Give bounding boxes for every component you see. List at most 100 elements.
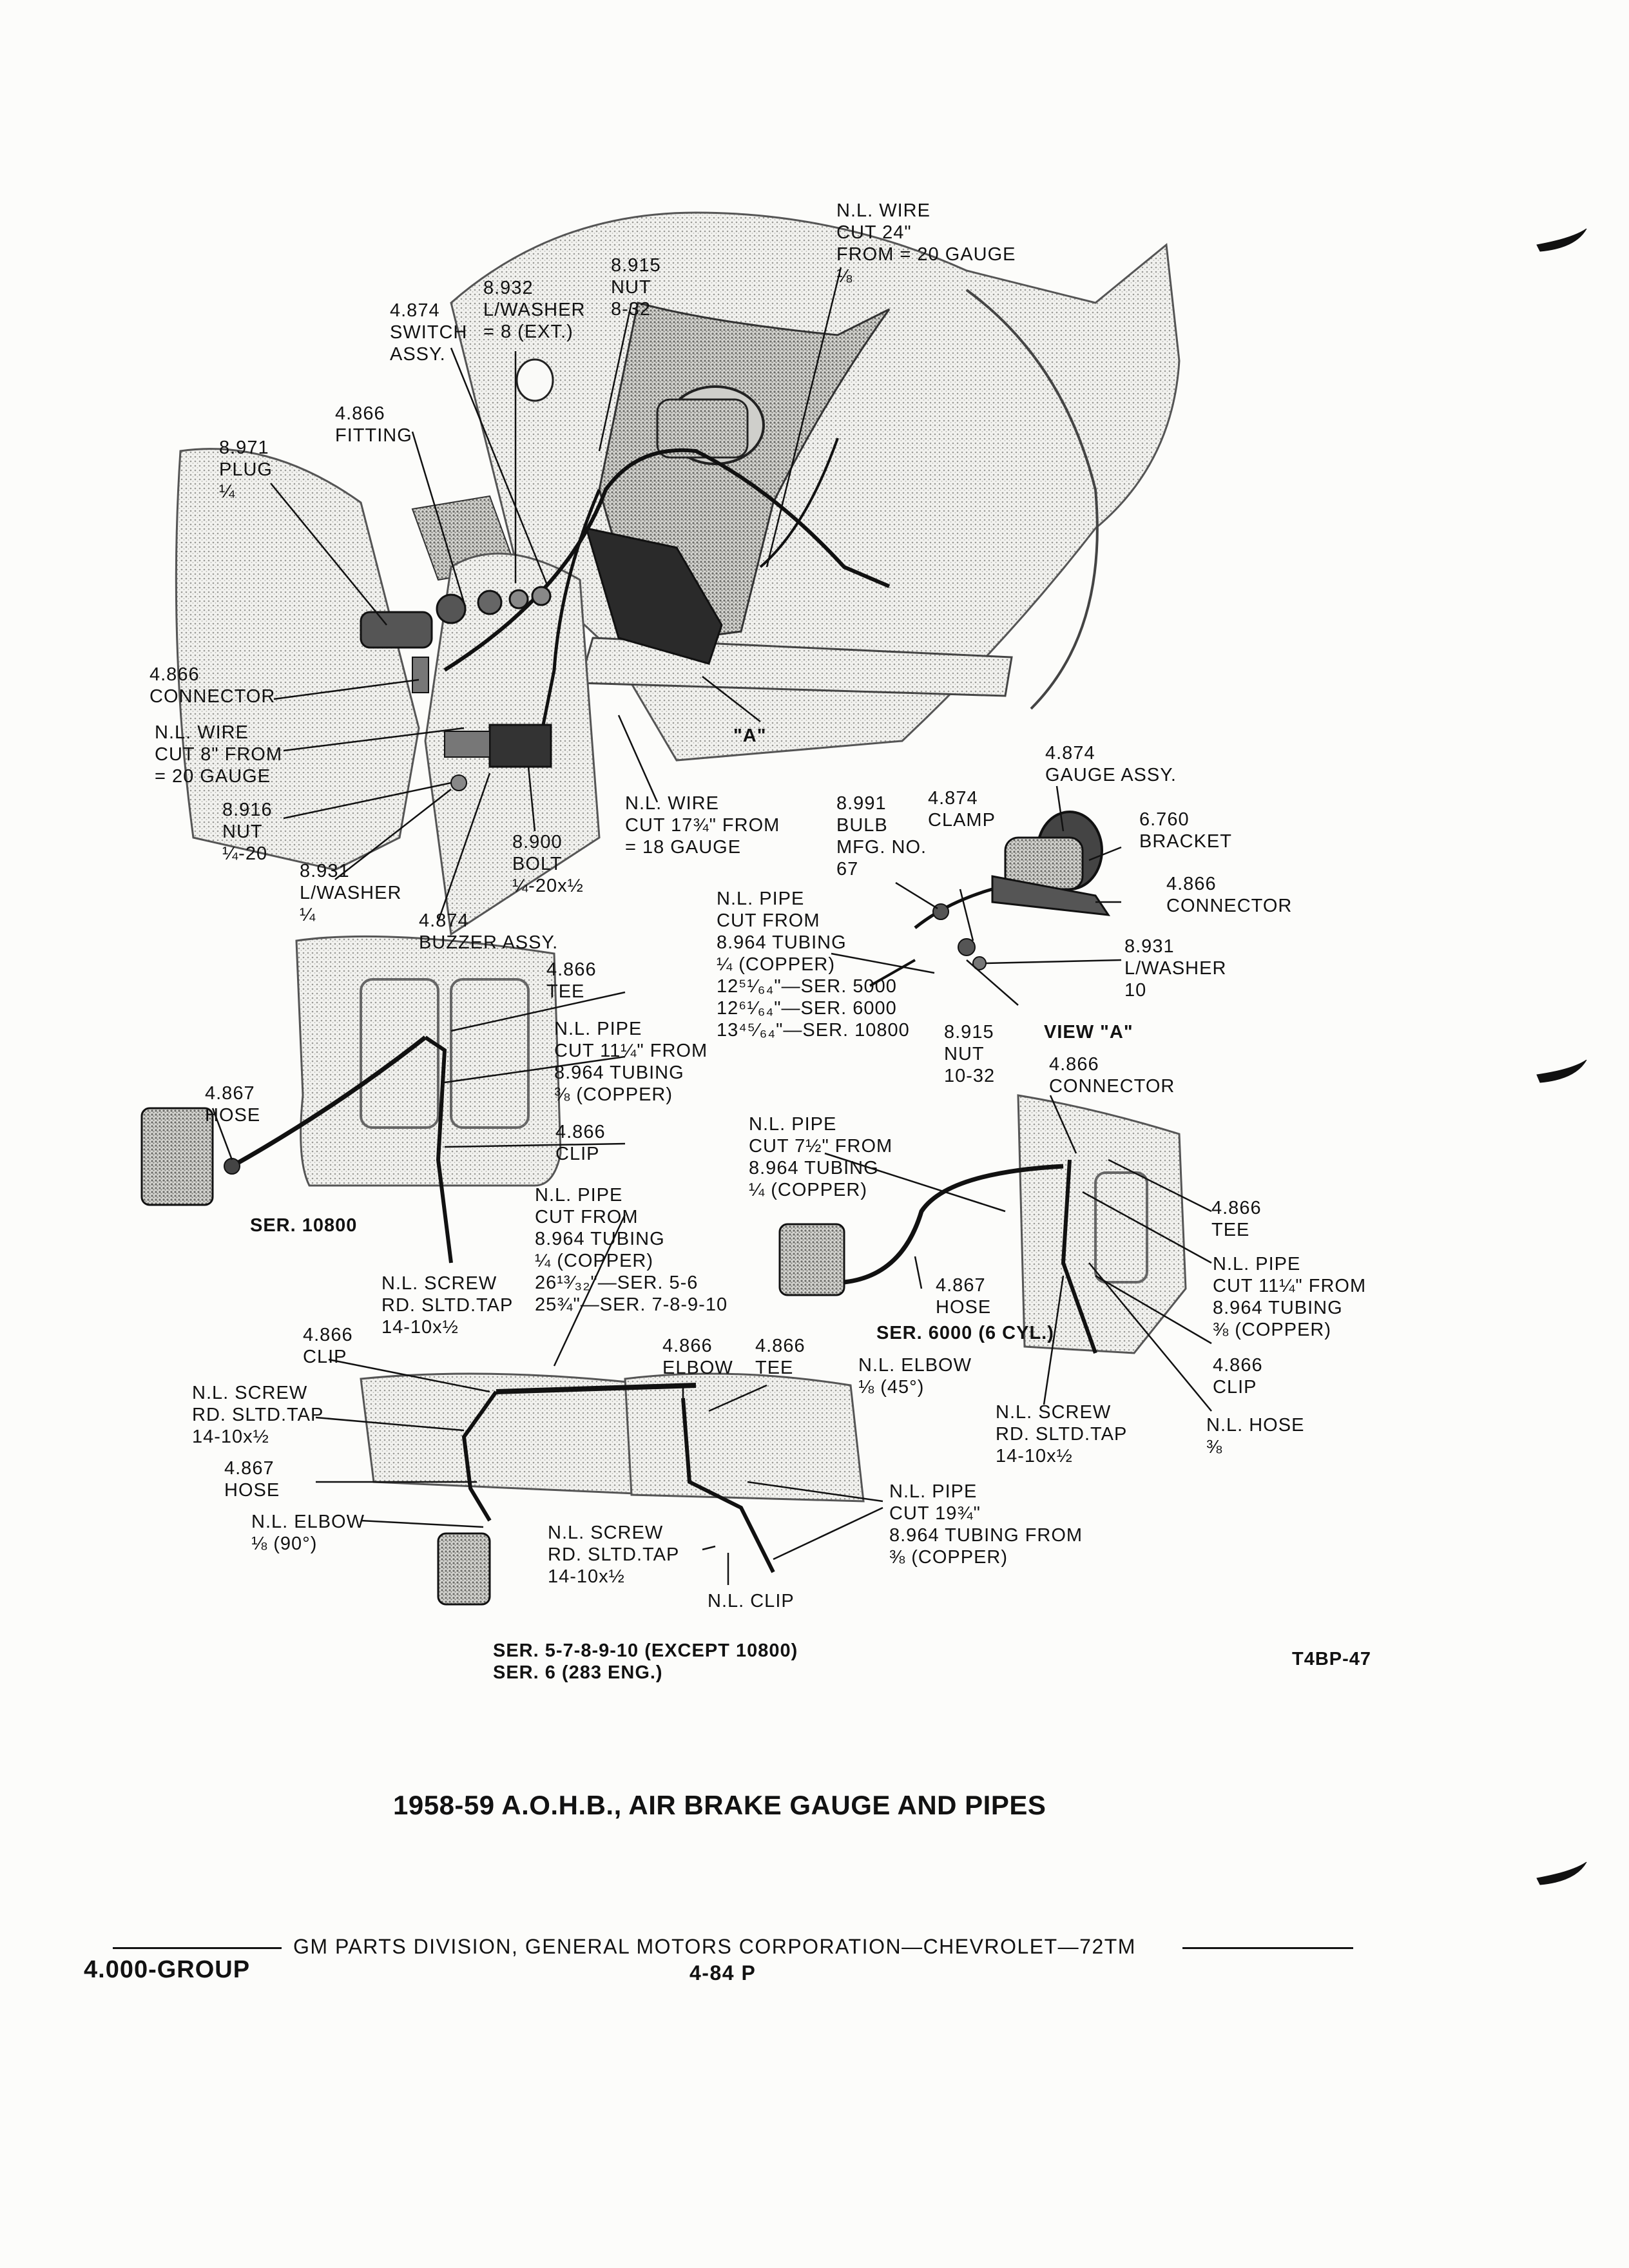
callout-hose-nl-6000: N.L. HOSE ⅜ [1206, 1414, 1304, 1458]
callout-line: SWITCH [390, 322, 468, 343]
callout-line: 4.866 [555, 1122, 606, 1142]
callout-line: NUT [222, 822, 263, 842]
callout-screw-bot: N.L. SCREW RD. SLTD.TAP 14-10x½ [548, 1522, 679, 1588]
callout-line: 12⁶¹⁄₆₄"—SER. 6000 [717, 998, 897, 1019]
callout-line: N.L. PIPE [535, 1185, 623, 1206]
callout-lwasher-8931-a: 8.931 L/WASHER 10 [1124, 936, 1226, 1001]
footer-rule-right [1182, 1947, 1353, 1949]
callout-line: 67 [836, 859, 859, 879]
callout-line: 8.971 [219, 437, 269, 458]
callout-hose-4867-bl: 4.867 HOSE [224, 1457, 280, 1501]
callout-connector-4866-left: 4.866 CONNECTOR [149, 664, 275, 707]
callout-line: 8-32 [611, 299, 651, 320]
callout-line: CUT 11¼" FROM [1213, 1276, 1367, 1296]
edge-marks [1536, 228, 1587, 1885]
callout-line: 6.760 [1139, 809, 1190, 830]
callout-line: 4.866 [1166, 874, 1217, 894]
callout-clip-4866-bl: 4.866 CLIP [303, 1324, 353, 1368]
callout-line: 8.931 [300, 861, 350, 881]
callout-clip-nl-bot: N.L. CLIP [708, 1591, 795, 1611]
view-a-marker: "A" [733, 726, 767, 746]
callout-hose-4867-6000: 4.867 HOSE [936, 1274, 991, 1318]
callout-line: 4.866 [335, 403, 385, 424]
callout-line: RD. SLTD.TAP [381, 1295, 514, 1316]
figure-id: T4BP-47 [1292, 1649, 1372, 1669]
footer-line: GM PARTS DIVISION, GENERAL MOTORS CORPOR… [293, 1935, 1136, 1958]
callout-line: 4.867 [205, 1083, 255, 1104]
callout-line: BOLT [512, 854, 563, 874]
callout-line: N.L. SCREW [996, 1402, 1112, 1423]
callout-line: N.L. SCREW [381, 1273, 497, 1294]
callout-buzzer-4874: 4.874 BUZZER ASSY. [419, 910, 558, 954]
callout-line: CONNECTOR [1166, 896, 1293, 916]
callout-line: 8.915 [611, 255, 661, 276]
callout-line: L/WASHER [300, 883, 402, 903]
callout-line: ⅛ (45°) [858, 1377, 925, 1398]
callout-line: 25¾"—SER. 7-8-9-10 [535, 1294, 728, 1315]
callout-line: 8.964 TUBING [1213, 1298, 1343, 1318]
ser-6000-drawing [778, 1094, 1187, 1354]
callout-pipe-7: N.L. PIPE CUT 7½" FROM 8.964 TUBING ¼ (C… [749, 1113, 892, 1201]
callout-line: ⅜ (COPPER) [554, 1084, 673, 1105]
callout-line: 8.931 [1124, 936, 1175, 957]
callout-wire-8: N.L. WIRE CUT 8" FROM = 20 GAUGE [155, 722, 282, 787]
callout-line: RD. SLTD.TAP [192, 1405, 324, 1425]
ser-10800-label: SER. 10800 [250, 1215, 358, 1236]
callout-line: N.L. PIPE [1213, 1254, 1301, 1274]
callout-line: N.L. PIPE [749, 1114, 837, 1135]
callout-line: 12⁵¹⁄₆₄"—SER. 5000 [717, 976, 897, 997]
callout-line: 8.915 [944, 1022, 994, 1043]
callout-line: TEE [1211, 1220, 1250, 1240]
callout-line: N.L. WIRE [155, 722, 249, 743]
callout-line: 8.932 [483, 278, 534, 298]
callout-line: 14-10x½ [192, 1427, 269, 1447]
callout-line: NUT [944, 1044, 985, 1064]
callout-line: 4.874 [928, 788, 978, 809]
callout-line: 10-32 [944, 1066, 996, 1086]
callout-line: CLIP [303, 1347, 347, 1367]
callout-line: 4.867 [224, 1458, 275, 1479]
callout-pipe-19: N.L. PIPE CUT 19¾" 8.964 TUBING FROM ⅜ (… [889, 1481, 1083, 1568]
callout-line: 8.964 TUBING [554, 1062, 684, 1083]
callout-line: 8.964 TUBING [717, 932, 847, 953]
callout-screw-6000: N.L. SCREW RD. SLTD.TAP 14-10x½ [996, 1401, 1127, 1467]
callout-line: N.L. PIPE [717, 889, 805, 909]
callout-line: 14-10x½ [548, 1566, 625, 1587]
ser-6000-label: SER. 6000 (6 CYL.) [876, 1323, 1054, 1343]
callout-elbow-90: N.L. ELBOW ⅛ (90°) [251, 1511, 365, 1555]
callout-line: CUT 11¼" FROM [554, 1041, 708, 1061]
callout-lwasher-8931-left: 8.931 L/WASHER ¼ [300, 860, 401, 926]
callout-connector-4866-6000: 4.866 CONNECTOR [1049, 1053, 1175, 1097]
callout-tee-4866-6000: 4.866 TEE [1211, 1197, 1262, 1241]
callout-switch-4874: 4.874 SWITCH ASSY. [390, 300, 467, 365]
page-number: 4-84 P [689, 1961, 757, 1984]
callout-nut-8916: 8.916 NUT ¼-20 [222, 799, 273, 865]
callout-line: ELBOW [662, 1358, 733, 1378]
callout-line: SER. 6 (283 ENG.) [493, 1662, 663, 1683]
callout-line: N.L. PIPE [554, 1019, 642, 1039]
ser-bottom-label: SER. 5-7-8-9-10 (EXCEPT 10800) SER. 6 (2… [493, 1640, 798, 1684]
callout-line: CUT FROM [535, 1207, 639, 1227]
callout-line: 4.866 [303, 1325, 353, 1345]
callout-line: BRACKET [1139, 831, 1232, 852]
callout-line: N.L. ELBOW [251, 1512, 365, 1532]
callout-line: = 8 (EXT.) [483, 322, 574, 342]
callout-wire-24: N.L. WIRE CUT 24" FROM = 20 GAUGE ⅛ [836, 200, 1016, 287]
callout-line: CUT 19¾" [889, 1503, 981, 1524]
callout-line: ASSY. [390, 344, 446, 365]
callout-line: ⅛ (90°) [251, 1533, 318, 1554]
callout-tee-4866-bot: 4.866 TEE [755, 1335, 805, 1379]
callout-fitting-4866: 4.866 FITTING [335, 403, 412, 447]
callout-pipe-11-10800: N.L. PIPE CUT 11¼" FROM 8.964 TUBING ⅜ (… [554, 1018, 708, 1106]
callout-pipe-cut-from: N.L. PIPE CUT FROM 8.964 TUBING ¼ (COPPE… [717, 888, 910, 1041]
callout-line: CONNECTOR [149, 686, 276, 707]
page-title: 1958-59 A.O.H.B., AIR BRAKE GAUGE AND PI… [393, 1790, 1046, 1820]
callout-line: = 18 GAUGE [625, 837, 742, 858]
callout-bulb-8991: 8.991 BULB MFG. NO. 67 [836, 793, 927, 880]
callout-line: 4.866 [1211, 1198, 1262, 1218]
callout-plug-8971: 8.971 PLUG ¼ [219, 437, 273, 503]
callout-line: CLIP [1213, 1377, 1257, 1398]
callout-line: FROM = 20 GAUGE [836, 244, 1016, 265]
callout-tee-4866-10800: 4.866 TEE [546, 959, 597, 1003]
